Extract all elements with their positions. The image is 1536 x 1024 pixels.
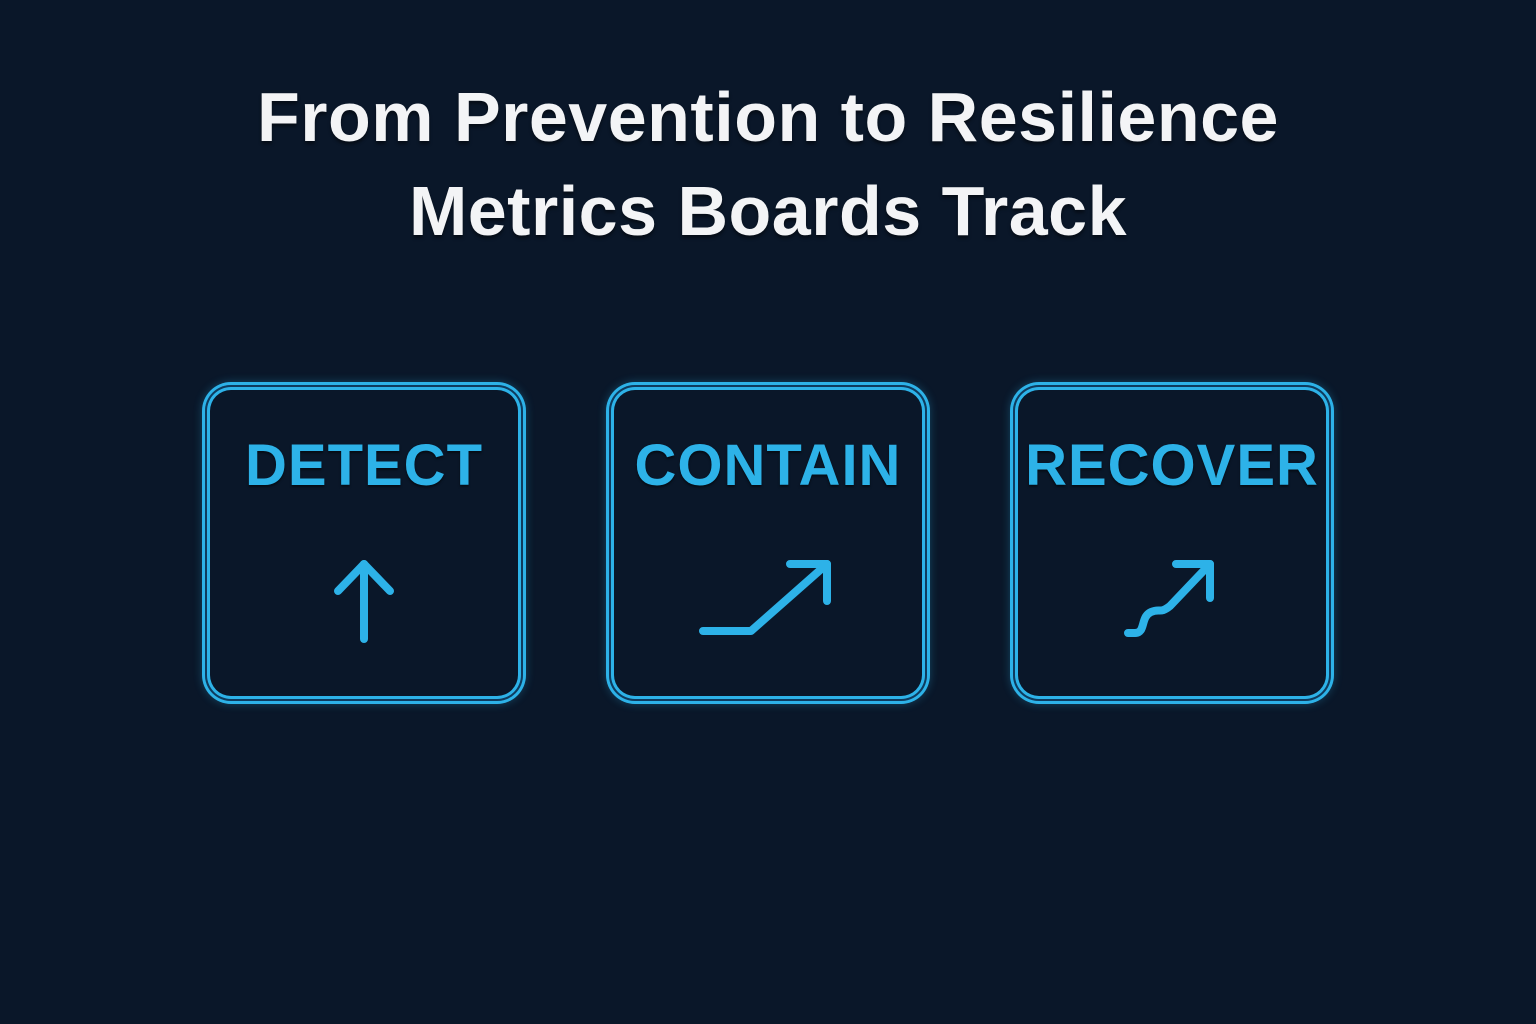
page-title: From Prevention to Resilience Metrics Bo… (257, 0, 1279, 258)
arrow-up-icon (324, 551, 404, 651)
card-detect: DETECT (205, 385, 523, 701)
card-label: CONTAIN (634, 433, 902, 498)
card-contain: CONTAIN (609, 385, 927, 701)
card-label: DETECT (245, 433, 483, 498)
cards-row: DETECT CONTAIN RECOVER (205, 385, 1331, 701)
arrow-recovery-trend-up-icon (1120, 551, 1224, 651)
card-recover: RECOVER (1013, 385, 1331, 701)
arrow-trend-up-icon (695, 551, 841, 651)
card-label: RECOVER (1025, 433, 1319, 498)
title-line-2: Metrics Boards Track (408, 172, 1128, 250)
title-line-1: From Prevention to Resilience (257, 78, 1279, 156)
